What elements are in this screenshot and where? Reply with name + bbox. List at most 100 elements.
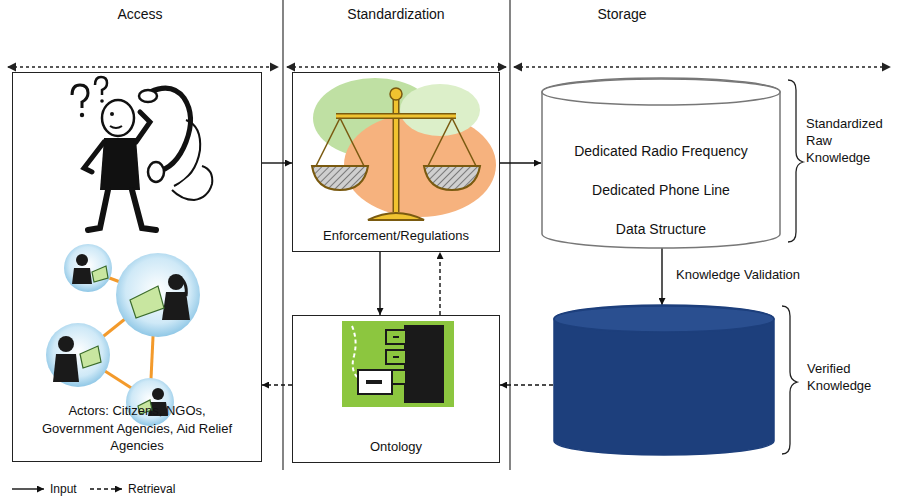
network-illustration <box>53 254 190 416</box>
column-separator <box>509 0 510 470</box>
cylinder-top <box>542 79 780 105</box>
network-illustration <box>46 244 200 426</box>
network-illustration <box>116 253 200 337</box>
span-arrow <box>8 66 890 67</box>
scales-illustration <box>428 118 452 166</box>
caller-figure <box>72 85 88 108</box>
caller-figure <box>148 162 164 182</box>
input-arrow <box>661 248 662 305</box>
node-caption: Ontology <box>370 438 422 456</box>
filing-illustration <box>342 321 454 407</box>
scales-illustration <box>368 213 424 220</box>
filing-illustration <box>366 380 382 384</box>
scales-illustration <box>312 78 496 220</box>
scales-illustration <box>390 88 402 100</box>
node-caption: Enforcement/Regulations <box>323 227 469 245</box>
scales-illustration <box>340 118 364 166</box>
caller-figure <box>110 112 114 116</box>
network-illustration <box>92 266 108 282</box>
caller-figure <box>172 166 212 200</box>
legend-sample <box>90 488 122 489</box>
stage-box: Actors: Citizens, NGOs, Government Agenc… <box>12 72 262 462</box>
network-illustration <box>130 286 164 318</box>
scales-illustration <box>452 118 476 166</box>
caller-figure <box>110 126 122 128</box>
curly-bracket <box>788 80 803 242</box>
caller-figure <box>136 112 150 142</box>
legend-text: Retrieval <box>128 482 175 496</box>
input-arrow <box>379 252 380 315</box>
network-illustration <box>126 378 174 426</box>
column-heading: Standardization <box>347 6 444 22</box>
scales-illustration <box>336 113 456 119</box>
caller-figure <box>150 88 191 172</box>
column-separator <box>283 0 510 470</box>
network-illustration <box>80 346 101 368</box>
legend-text: Input <box>50 482 77 496</box>
storage-item: Dedicated Radio Frequency <box>574 142 748 161</box>
legend-sample <box>12 488 44 489</box>
retrieval-arrow <box>439 252 440 315</box>
network-illustration <box>152 388 164 400</box>
filing-illustration <box>404 325 444 403</box>
filing-illustration <box>393 356 399 358</box>
bracket-heading: Verified Knowledge <box>807 361 897 395</box>
filing-illustration <box>358 370 392 394</box>
network-illustration <box>76 254 88 266</box>
curly-bracket <box>782 306 797 454</box>
cylinder-body <box>542 78 780 248</box>
column-heading: Storage <box>597 6 646 22</box>
caller-figure <box>88 190 108 230</box>
caller-figure <box>84 142 104 172</box>
cylinder-outline <box>553 305 775 455</box>
storage-cylinder: Dedicated Radio FrequencyDedicated Phone… <box>541 78 781 248</box>
node-caption: Actors: Citizens, NGOs, Government Agenc… <box>32 402 242 455</box>
caller-figure <box>100 99 104 103</box>
network-illustration <box>72 268 92 284</box>
network-illustration <box>58 336 74 352</box>
network-illustration <box>64 244 112 292</box>
column-separator <box>282 0 283 470</box>
caller-figure <box>100 138 140 190</box>
retrieval-arrow <box>500 384 553 385</box>
column-heading: Access <box>117 6 162 22</box>
network-illustration <box>46 323 110 387</box>
storage-cylinder: Verified Knowledge <box>553 305 775 455</box>
scales-illustration <box>316 118 476 166</box>
scales-illustration <box>336 115 456 118</box>
scales-illustration <box>424 166 480 190</box>
input-arrow <box>262 162 292 163</box>
scales-illustration <box>316 118 340 166</box>
stage-box: Ontology <box>292 315 500 463</box>
filing-illustration <box>393 336 399 358</box>
storage-item: Data Structure <box>616 220 706 239</box>
cylinder-top <box>554 306 774 332</box>
bracket-heading: Standardized Raw Knowledge <box>806 116 896 167</box>
caller-figure <box>72 77 212 230</box>
stage-box: Enforcement/Regulations <box>292 72 500 252</box>
filing-illustration <box>386 330 406 344</box>
network-illustration <box>80 266 164 414</box>
retrieval-arrow <box>262 384 292 385</box>
scales-illustration <box>400 84 480 136</box>
edge-label: Knowledge Validation <box>674 267 802 282</box>
filing-illustration <box>342 321 454 407</box>
filing-illustration <box>386 350 406 364</box>
filing-illustration <box>393 336 399 338</box>
caller-figure <box>139 90 157 102</box>
network-illustration <box>178 276 186 296</box>
network-illustration <box>168 274 184 290</box>
scales-illustration <box>312 166 368 190</box>
caller-figure <box>102 100 134 136</box>
caller-figure <box>132 190 156 230</box>
storage-item: Dedicated Phone Line <box>592 181 730 200</box>
span-arrow <box>514 66 890 67</box>
cylinder-body <box>554 305 774 455</box>
span-arrow <box>287 66 506 67</box>
network-illustration <box>162 292 190 320</box>
caller-figure <box>95 77 107 95</box>
input-arrow <box>500 162 541 163</box>
network-illustration <box>53 354 79 382</box>
